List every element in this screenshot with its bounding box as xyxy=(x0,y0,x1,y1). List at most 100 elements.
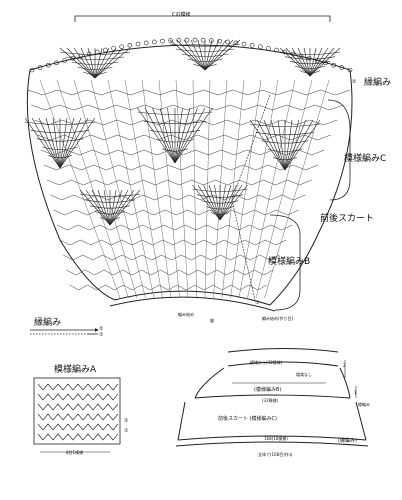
mesh-column xyxy=(107,79,155,299)
edging-picot xyxy=(94,49,100,55)
edging-picot xyxy=(217,38,222,44)
mesh-column xyxy=(247,79,296,299)
mesh-column xyxy=(56,79,129,299)
skirt-schematic xyxy=(175,348,369,447)
mesh-column xyxy=(204,79,211,299)
edging-picot xyxy=(323,60,328,66)
edging-picot xyxy=(184,37,190,43)
edging-picot xyxy=(37,65,43,70)
edging-label: 縁編み xyxy=(364,78,392,88)
edging-picot xyxy=(111,46,116,51)
edging-picot xyxy=(46,62,51,68)
pattern-c-label: 模様編みC xyxy=(344,154,387,164)
mesh-column xyxy=(230,79,262,299)
edging-picot xyxy=(331,62,336,68)
chart-a-row xyxy=(37,433,119,441)
schematic-mid-count: (32模様) xyxy=(262,398,279,403)
mesh-row xyxy=(27,89,351,96)
mesh-column xyxy=(238,79,279,299)
edging-picot xyxy=(29,67,35,73)
edging-picot xyxy=(249,43,255,48)
chart-a-footnote: 8目1模様 xyxy=(66,450,84,455)
pineapple-motif xyxy=(24,117,96,169)
mesh-column xyxy=(213,79,228,299)
edging-picot xyxy=(282,49,288,55)
edging-picot xyxy=(70,55,76,61)
top-edging-row xyxy=(29,37,353,73)
edging-picot xyxy=(127,43,133,48)
mesh-row xyxy=(53,209,299,216)
top-dimension-line xyxy=(74,15,331,22)
chain-mesh xyxy=(27,79,351,299)
mesh-column xyxy=(221,79,245,299)
schematic-right-small: 縁編み xyxy=(358,402,370,407)
edging-picot xyxy=(143,40,149,46)
mesh-row xyxy=(56,224,293,231)
chart-a-row xyxy=(37,423,119,431)
chart-a-mark-1: ① xyxy=(124,428,129,434)
top-pattern-label: Cの模様 xyxy=(172,12,191,18)
schematic-side-note: 増減なし xyxy=(296,372,312,377)
edging-picot xyxy=(86,51,92,57)
pineapple-motif xyxy=(279,47,341,77)
edging-picot xyxy=(54,60,59,66)
pattern-a-label: 模様編みA xyxy=(54,365,97,375)
edging-picot xyxy=(258,44,263,50)
edging-picot xyxy=(298,53,304,59)
edging-legend xyxy=(30,328,99,335)
edging-picot xyxy=(103,47,108,53)
chart-a-row xyxy=(37,403,119,411)
edging-picot xyxy=(152,39,157,45)
edging-picot xyxy=(78,53,84,59)
edging-picot xyxy=(233,40,239,46)
mesh-row xyxy=(59,239,287,246)
front-skirt-label: 前後スカート xyxy=(320,214,375,224)
mesh-row xyxy=(50,194,306,201)
pattern-b-label: 模様編みB xyxy=(268,257,311,267)
edging-picot xyxy=(62,58,67,63)
mesh-row xyxy=(66,269,274,276)
edging-picot xyxy=(135,41,141,47)
schematic-pattern-b: (模様編みB) xyxy=(254,387,282,393)
chart-a-row xyxy=(37,383,119,391)
schematic-edging: (縁編み) xyxy=(338,438,357,444)
edging-picot xyxy=(315,58,320,63)
mesh-column xyxy=(175,79,189,299)
edging-picot xyxy=(119,44,124,50)
pineapple-motif xyxy=(59,47,131,79)
row-mark-1-bottom: ① xyxy=(255,300,260,306)
edging-picot xyxy=(225,39,230,45)
bottom-center-label: 脇 xyxy=(210,318,214,323)
edging-picot xyxy=(168,38,173,43)
row-mark-2-top: ② xyxy=(352,79,357,85)
pineapple-motif xyxy=(169,39,241,71)
mesh-column xyxy=(141,79,172,299)
pineapple-motif xyxy=(79,189,141,226)
chart-a-row xyxy=(37,393,119,401)
mesh-row xyxy=(37,134,331,141)
chart-a-row xyxy=(37,413,119,421)
pineapple-fans xyxy=(24,39,341,226)
edging-picot xyxy=(347,67,353,73)
mesh-row xyxy=(63,254,280,261)
edging-picot xyxy=(176,37,182,43)
mesh-column xyxy=(39,79,121,299)
pattern-c-bracket xyxy=(327,99,351,201)
mesh-row xyxy=(47,179,312,186)
mesh-row xyxy=(69,284,267,291)
pattern-b-bracket xyxy=(269,214,301,311)
mesh-row xyxy=(40,149,325,156)
edging-picot xyxy=(274,47,279,53)
mesh-column xyxy=(255,79,313,299)
bottom-start-label: 編み始め xyxy=(178,312,194,317)
edging-picot xyxy=(209,38,214,43)
schematic-mark-2: 2 xyxy=(343,363,346,368)
pineapple-motif xyxy=(249,119,321,171)
mesh-column xyxy=(73,79,138,299)
edging-picot xyxy=(192,37,198,43)
edging-legend-label: 縁編み xyxy=(34,318,62,328)
chart-a-mark-2: ② xyxy=(124,418,129,424)
pineapple-motif xyxy=(137,107,213,164)
mesh-row xyxy=(31,104,344,111)
